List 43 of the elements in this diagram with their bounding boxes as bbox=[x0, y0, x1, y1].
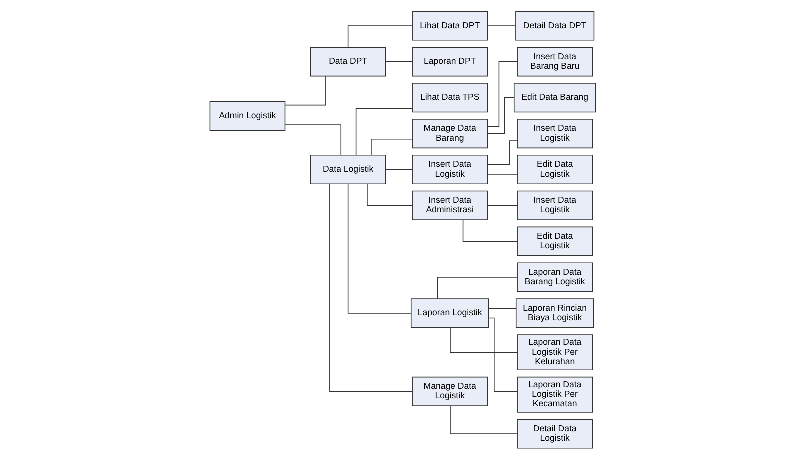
node-box: Detail Data Logistik bbox=[517, 419, 594, 449]
connector bbox=[285, 124, 342, 156]
connector bbox=[348, 184, 412, 314]
connector bbox=[488, 318, 518, 392]
connector bbox=[487, 97, 515, 134]
connector bbox=[356, 108, 413, 156]
connector bbox=[386, 169, 413, 170]
node-box: Insert Data Logistik bbox=[517, 190, 594, 220]
connector bbox=[487, 140, 518, 166]
node-box: Laporan Data Barang Logistik bbox=[517, 262, 594, 292]
node-box: Manage Data Logistik bbox=[412, 376, 488, 406]
node-box: Edit Data Logistik bbox=[517, 226, 594, 256]
node-box: Insert Data Logistik bbox=[517, 119, 594, 149]
connector bbox=[367, 184, 413, 206]
connector bbox=[450, 328, 518, 353]
node-box: Laporan Logistik bbox=[410, 298, 490, 328]
connector bbox=[487, 174, 518, 175]
node-box: Insert Data Administrasi bbox=[412, 190, 488, 220]
node-box: Lihat Data DPT bbox=[412, 11, 488, 41]
connector bbox=[450, 406, 518, 434]
connector bbox=[487, 62, 518, 127]
connector bbox=[487, 205, 518, 206]
connector bbox=[462, 220, 518, 242]
node-box: Laporan Data Logistik Per Kecamatan bbox=[517, 376, 594, 413]
node-box: Admin Logistik bbox=[210, 101, 286, 131]
node-box: Manage Data Barang bbox=[412, 119, 488, 149]
node-box: Data Logistik bbox=[310, 154, 386, 184]
node-box: Edit Data Barang bbox=[514, 83, 596, 113]
node-box: Laporan Data Logistik Per Kelurahan bbox=[517, 334, 594, 371]
connector bbox=[285, 76, 326, 106]
connector bbox=[437, 277, 518, 300]
node-box: Data DPT bbox=[310, 47, 386, 77]
node-box: Insert Data Barang Baru bbox=[517, 47, 594, 77]
node-box: Insert Data Logistik bbox=[412, 154, 488, 184]
node-box: Lihat Data TPS bbox=[412, 83, 488, 113]
connector bbox=[371, 138, 413, 156]
node-box: Detail Data DPT bbox=[516, 11, 595, 41]
node-box: Laporan DPT bbox=[412, 47, 488, 77]
node-box: Laporan Rincian Biaya Logistik bbox=[516, 298, 594, 328]
connector bbox=[330, 184, 413, 392]
connector bbox=[348, 26, 413, 48]
connector bbox=[488, 308, 516, 310]
node-box: Edit Data Logistik bbox=[517, 154, 594, 184]
